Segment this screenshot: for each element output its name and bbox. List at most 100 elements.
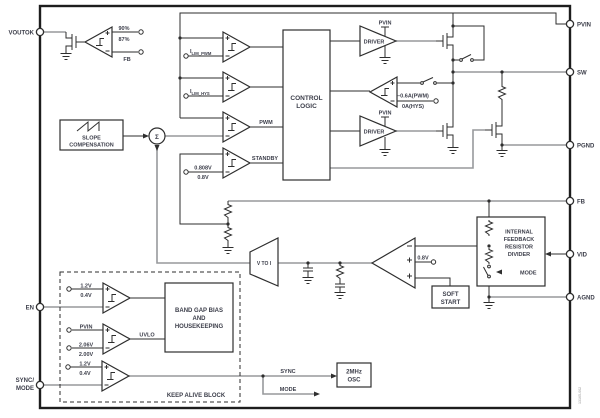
en-comparator — [66, 282, 131, 314]
sync-ref-high-label: 1.2V — [79, 362, 91, 368]
bandgap-label-1: BAND GAP BIAS — [175, 308, 223, 314]
slope-compensation-block — [59, 119, 124, 151]
pin-agnd — [565, 292, 575, 302]
uvlo-comparator — [66, 323, 131, 355]
pin-fb — [565, 196, 575, 206]
vid-arrowhead — [545, 251, 551, 257]
compensation-network — [302, 261, 346, 299]
bandgap-label-3: HOUSEKEEPING — [175, 324, 224, 330]
ilim-pwm-label: ILIM_PWM — [190, 49, 212, 56]
control-logic-label-2: LOGIC — [296, 103, 317, 110]
pin-pvin-label: PVIN — [577, 23, 591, 29]
junction-dot — [261, 374, 265, 378]
divider-label-2: FEEDBACK — [504, 237, 535, 243]
uvlo-in-label: PVIN — [80, 325, 93, 331]
feedback-divider-block — [476, 216, 546, 287]
error-amplifier — [370, 236, 437, 290]
hs-driver-supply-label: PVIN — [379, 21, 392, 27]
standby-signal-label: STANDBY — [252, 156, 279, 162]
pin-en — [35, 302, 45, 312]
divider-label-4: DIVIDER — [508, 252, 530, 258]
pin-pvin — [565, 19, 575, 29]
bandgap-label-2: AND — [193, 316, 207, 322]
current-limit-comparator — [369, 76, 439, 108]
summing-node-label: Σ — [155, 134, 159, 141]
v-to-i-label: V TO I — [257, 261, 272, 267]
voutok-comparator — [84, 26, 144, 58]
pins — [35, 19, 575, 390]
sync-comparator — [65, 360, 130, 392]
divider-label-3: RESISTOR — [505, 245, 533, 251]
divider-mode-label: MODE — [520, 271, 537, 277]
ls-driver-supply-label: PVIN — [379, 111, 392, 117]
soft-start-label-1: SOFT — [443, 292, 459, 298]
keep-alive-label: KEEP ALIVE BLOCK — [167, 393, 226, 399]
uvlo-ref-high-label: 2.06V — [79, 343, 94, 349]
voutok-fb-label: FB — [123, 57, 130, 63]
ilim-sense-switch — [420, 77, 437, 85]
soft-start-label-2: START — [441, 300, 461, 306]
pin-en-label: EN — [26, 306, 34, 312]
junction-dots — [451, 24, 504, 299]
control-logic-label-1: CONTROL — [290, 95, 322, 102]
uvlo-signal-label: UVLO — [139, 333, 155, 339]
ilim-hys-label: ILIM_HYS — [190, 89, 210, 96]
standby-ref-high-label: 0.808V — [194, 166, 212, 172]
pin-voutok — [35, 27, 45, 37]
en-ref-low-label: 0.4V — [80, 293, 92, 299]
ls-driver-label: DRIVER — [364, 130, 385, 136]
uvlo-ref-low-label: 2.00V — [79, 352, 94, 358]
standby-comparator — [183, 147, 251, 179]
v-to-i-block — [249, 237, 279, 287]
pin-sync-mode — [35, 380, 45, 390]
error-amp-ref-label: 0.8V — [417, 256, 429, 262]
outer-border — [38, 4, 572, 410]
pin-sw-label: SW — [577, 71, 587, 77]
sync-arrowhead — [331, 373, 337, 379]
pin-pgnd — [565, 140, 575, 150]
hs-driver-label: DRIVER — [364, 40, 385, 46]
gray-wires — [43, 31, 566, 395]
slope-label-2: COMPENSATION — [69, 143, 114, 149]
voutok-87-label: 87% — [118, 37, 129, 43]
black-wires — [70, 12, 566, 368]
control-logic-block — [282, 29, 331, 181]
standby-ref-low-label: 0.8V — [197, 175, 209, 181]
ilim-ref-hys-label: 0A(HYS) — [402, 104, 424, 110]
pin-pgnd-label: PGND — [577, 144, 595, 150]
osc-block — [336, 362, 372, 388]
pin-sync-label-1: SYNC/ — [16, 378, 35, 384]
voutok-90-label: 90% — [118, 26, 129, 32]
bypass-switch — [459, 54, 474, 62]
sync-signal-label: SYNC — [280, 369, 295, 375]
arrowhead — [154, 145, 160, 151]
pin-sync-label-2: MODE — [16, 386, 34, 392]
pin-voutok-label: VOUTOK — [8, 31, 34, 37]
ilim-pwm-comparator — [178, 31, 251, 63]
mode-arrowhead — [314, 391, 320, 397]
pin-sw — [565, 67, 575, 77]
sync-ref-low-label: 0.4V — [79, 371, 91, 377]
soft-start-block — [431, 285, 470, 309]
ilim-ref-pwm-label: –0.6A(PWM) — [397, 94, 429, 100]
slope-label-1: SLOPE — [82, 136, 101, 142]
ilim-hys-comparator — [178, 71, 251, 103]
sawtooth-icon — [76, 120, 100, 133]
osc-label-1: 2MHz — [346, 370, 362, 376]
mode-signal-label: MODE — [280, 387, 297, 393]
keep-alive-box — [59, 271, 241, 403]
fb-divider — [222, 202, 234, 254]
arrowhead — [143, 133, 149, 139]
pin-agnd-label: AGND — [577, 296, 595, 302]
en-ref-high-label: 1.2V — [80, 284, 92, 290]
pin-vid — [565, 249, 575, 259]
hs-driver — [359, 25, 398, 64]
pwm-signal-label: PWM — [259, 120, 273, 126]
bandgap-block — [164, 282, 234, 353]
divider-label-1: INTERNAL — [505, 230, 533, 236]
pin-vid-label: VID — [577, 253, 588, 259]
pin-fb-label: FB — [577, 200, 586, 206]
figure-code: 13165-002 — [578, 387, 582, 404]
